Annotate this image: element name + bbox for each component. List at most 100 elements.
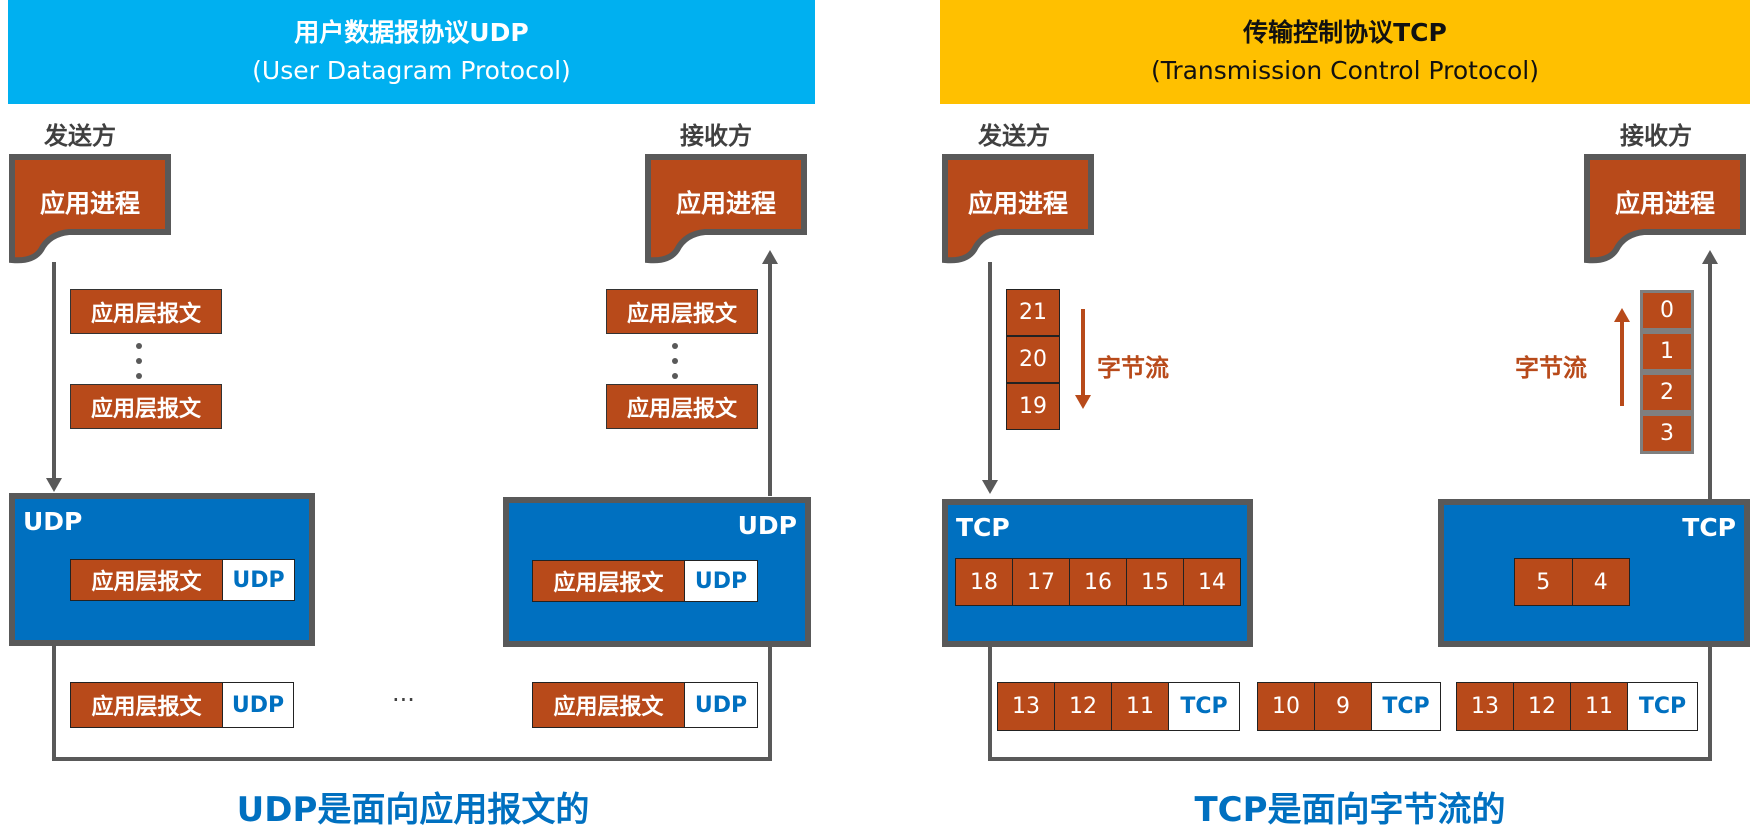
udp-datagram-in-transit: 应用层报文 UDP (532, 682, 758, 728)
datagram-header: UDP (685, 683, 757, 727)
tcp-receiver-label: 接收方 (1620, 122, 1692, 150)
dot (672, 358, 678, 364)
tcp-loop-right (1708, 647, 1712, 761)
tcp-segment: 10 9 TCP (1257, 682, 1441, 731)
tcp-sender-stream-label: 字节流 (1097, 354, 1169, 382)
datagram-header: UDP (223, 560, 294, 600)
tcp-receiver-byte-stream: 0 1 2 3 (1640, 290, 1694, 454)
udp-loop-left (52, 645, 56, 761)
arrow-up-icon (1614, 308, 1630, 322)
byte: 9 (1315, 683, 1372, 730)
udp-sender-message: 应用层报文 (70, 289, 222, 334)
udp-datagram-in-transit: 应用层报文 UDP (70, 682, 294, 728)
tcp-receiver-app-process: 应用进程 (1584, 154, 1746, 266)
byte: 13 (998, 683, 1055, 730)
datagram-data: 应用层报文 (533, 683, 685, 727)
udp-receiver-label: 接收方 (680, 122, 752, 150)
udp-title: 用户数据报协议UDP (294, 18, 529, 47)
tcp-receiver-protocol-box: TCP 5 4 (1438, 499, 1750, 647)
udp-loop-bottom (52, 757, 772, 761)
byte: 14 (1184, 559, 1240, 605)
tcp-receiver-up-line (1708, 262, 1712, 500)
tcp-loop-bottom (988, 757, 1712, 761)
ellipsis: ··· (392, 686, 415, 714)
datagram-header: UDP (685, 561, 757, 601)
byte: 12 (1514, 683, 1571, 730)
byte: 20 (1006, 336, 1060, 383)
byte: 1 (1640, 331, 1694, 372)
byte: 19 (1006, 383, 1060, 430)
tcp-receiver-stream-label: 字节流 (1515, 354, 1587, 382)
byte: 5 (1515, 559, 1573, 605)
protocol-label: TCP (1682, 513, 1736, 542)
udp-sender-down-line (52, 262, 56, 480)
byte: 2 (1640, 372, 1694, 413)
tcp-header: 传输控制协议TCP (Transmission Control Protocol… (940, 0, 1750, 104)
byte: 12 (1055, 683, 1112, 730)
process-label: 应用进程 (39, 189, 140, 218)
udp-sender-message: 应用层报文 (70, 384, 222, 429)
protocol-label: TCP (956, 513, 1010, 542)
process-label: 应用进程 (967, 189, 1068, 218)
byte: 13 (1457, 683, 1514, 730)
udp-receiver-protocol-box: UDP 应用层报文 UDP (503, 497, 811, 647)
udp-header: 用户数据报协议UDP (User Datagram Protocol) (8, 0, 815, 104)
udp-receiver-message: 应用层报文 (606, 289, 758, 334)
byte: 11 (1571, 683, 1628, 730)
tcp-sender-down-line (988, 262, 992, 482)
byte: 15 (1127, 559, 1184, 605)
byte: 17 (1013, 559, 1070, 605)
dot (672, 343, 678, 349)
tcp-receive-buffer: 5 4 (1514, 558, 1630, 606)
byte: 11 (1112, 683, 1169, 730)
tcp-segment: 13 12 11 TCP (997, 682, 1240, 731)
protocol-label: UDP (737, 511, 797, 540)
arrow-up-icon (762, 250, 778, 264)
tcp-segment: 13 12 11 TCP (1456, 682, 1698, 731)
udp-datagram: 应用层报文 UDP (70, 559, 295, 601)
arrow-down-icon (1075, 395, 1091, 409)
protocol-label: UDP (23, 507, 83, 536)
segment-header: TCP (1372, 683, 1440, 730)
udp-receiver-app-process: 应用进程 (645, 154, 807, 266)
process-label: 应用进程 (1614, 189, 1715, 218)
stream-arrow-down (1081, 309, 1085, 397)
udp-receiver-message: 应用层报文 (606, 384, 758, 429)
dot (136, 358, 142, 364)
arrow-down-icon (46, 478, 62, 492)
process-label: 应用进程 (675, 189, 776, 218)
tcp-sender-app-process: 应用进程 (942, 154, 1094, 266)
tcp-title: 传输控制协议TCP (1243, 18, 1447, 47)
arrow-down-icon (982, 480, 998, 494)
tcp-sender-byte-stream: 21 20 19 (1006, 289, 1060, 430)
segment-header: TCP (1628, 683, 1697, 730)
dot (136, 343, 142, 349)
arrow-up-icon (1702, 250, 1718, 264)
datagram-data: 应用层报文 (71, 683, 223, 727)
byte: 18 (956, 559, 1013, 605)
byte: 10 (1258, 683, 1315, 730)
tcp-sender-label: 发送方 (978, 122, 1050, 150)
udp-datagram: 应用层报文 UDP (532, 560, 758, 602)
udp-sender-protocol-box: UDP 应用层报文 UDP (9, 493, 315, 646)
udp-sender-label: 发送方 (44, 122, 116, 150)
udp-sender-app-process: 应用进程 (9, 154, 171, 266)
stream-arrow-up (1620, 320, 1624, 406)
udp-conclusion: UDP是面向应用报文的 (236, 790, 590, 830)
datagram-data: 应用层报文 (533, 561, 685, 601)
tcp-send-buffer: 18 17 16 15 14 (955, 558, 1241, 606)
udp-receiver-up-line (768, 262, 772, 496)
dot (672, 373, 678, 379)
segment-header: TCP (1169, 683, 1239, 730)
byte: 3 (1640, 413, 1694, 454)
tcp-loop-left (988, 647, 992, 761)
udp-subtitle: (User Datagram Protocol) (252, 56, 571, 85)
datagram-header: UDP (223, 683, 293, 727)
tcp-sender-protocol-box: TCP 18 17 16 15 14 (942, 499, 1253, 647)
byte: 4 (1572, 559, 1629, 605)
datagram-data: 应用层报文 (71, 560, 223, 600)
byte: 21 (1006, 289, 1060, 336)
byte: 0 (1640, 290, 1694, 331)
tcp-subtitle: (Transmission Control Protocol) (1150, 56, 1539, 85)
